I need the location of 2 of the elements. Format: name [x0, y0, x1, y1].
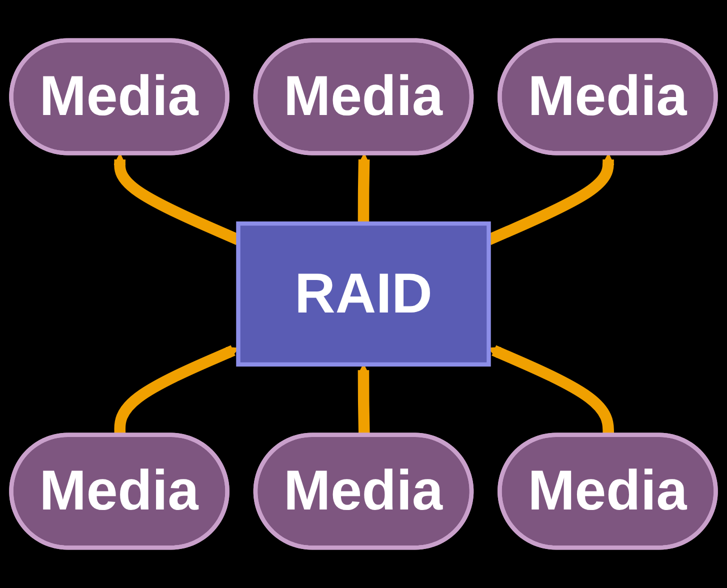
node-box: RAID	[236, 221, 491, 367]
arrow	[358, 153, 370, 224]
